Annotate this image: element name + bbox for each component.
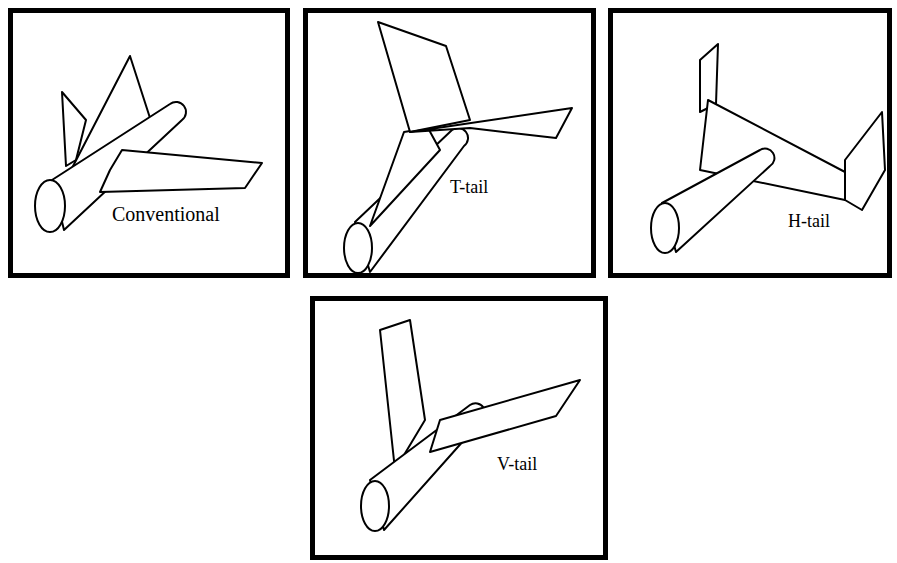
tail-type-label: T-tail	[448, 178, 490, 198]
tail-panel: Conventional	[8, 8, 290, 278]
tail-type-label: V-tail	[495, 455, 539, 475]
tail-type-label: Conventional	[110, 203, 222, 225]
tail-panel: H-tail	[608, 8, 892, 278]
v-tail-sketch	[361, 320, 580, 531]
tail-panel: V-tail	[310, 296, 608, 560]
h-tail-sketch	[651, 44, 885, 253]
tail-type-label: H-tail	[786, 212, 832, 232]
conventional-tail-sketch	[35, 56, 262, 232]
t-tail-sketch	[344, 22, 572, 273]
tail-panel: T-tail	[303, 8, 596, 278]
